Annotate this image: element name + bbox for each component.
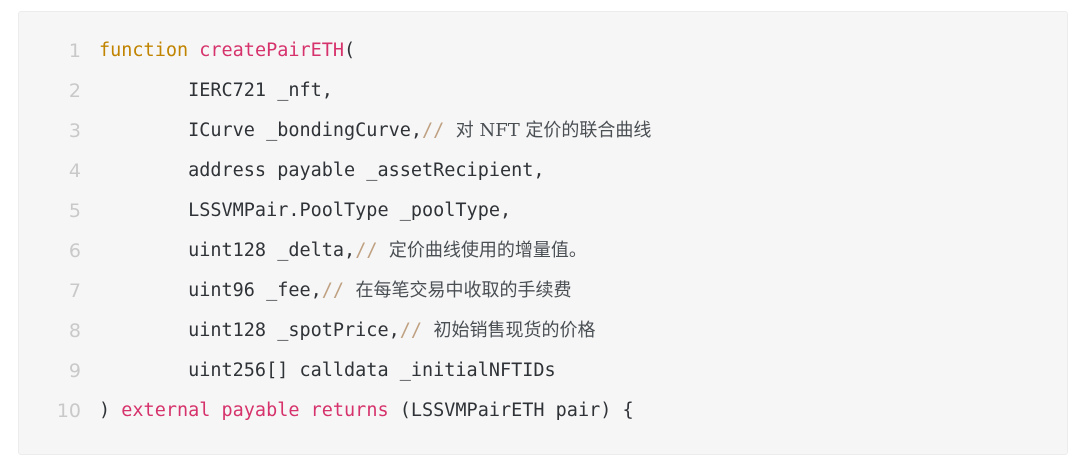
- code-token-plain: ): [99, 400, 122, 421]
- code-token-comment-text: 定价曲线使用的增量值。: [377, 240, 587, 261]
- code-token-comment-slash: //: [321, 280, 345, 301]
- line-number: 5: [68, 200, 81, 222]
- code-line: 4 address payable _assetRecipient,: [19, 151, 1067, 191]
- code-token-title: createPairETH: [199, 40, 345, 61]
- line-number: 1: [68, 40, 81, 62]
- code-line: 8 uint128 _spotPrice,// 初始销售现货的价格: [19, 311, 1067, 351]
- code-token-comment-slash: //: [399, 320, 423, 341]
- code-token-comment-text: 在每笔交易中收取的手续费: [344, 280, 572, 301]
- code-token-comment-slash: //: [422, 120, 445, 141]
- line-number: 2: [68, 80, 81, 102]
- line-content[interactable]: ) external payable returns (LSSVMPairETH…: [99, 391, 1067, 431]
- code-token-plain: LSSVMPair.PoolType _poolType,: [99, 200, 512, 221]
- code-token-comment-slash: //: [355, 240, 378, 261]
- code-line: 6 uint128 _delta,// 定价曲线使用的增量值。: [19, 231, 1067, 271]
- line-number: 9: [68, 360, 81, 382]
- line-number: 4: [68, 160, 81, 182]
- line-number: 6: [68, 240, 81, 262]
- code-token-comment-text: 对 NFT 定价的联合曲线: [444, 120, 652, 141]
- code-token-plain: IERC721 _nft,: [99, 80, 333, 101]
- code-token-comment-text: 初始销售现货的价格: [422, 320, 596, 341]
- code-line: 2 IERC721 _nft,: [19, 71, 1067, 111]
- code-token-plain: (: [344, 40, 356, 61]
- code-token-plain: ICurve _bondingCurve,: [99, 120, 423, 141]
- line-content[interactable]: LSSVMPair.PoolType _poolType,: [99, 191, 1067, 231]
- code-line: 9 uint256[] calldata _initialNFTIDs: [19, 351, 1067, 391]
- code-line: 1 function createPairETH(: [19, 31, 1067, 71]
- line-content[interactable]: uint128 _spotPrice,// 初始销售现货的价格: [99, 311, 1067, 351]
- code-line: 7 uint96 _fee,// 在每笔交易中收取的手续费: [19, 271, 1067, 311]
- line-content[interactable]: function createPairETH(: [99, 31, 1067, 71]
- code-token-plain: uint96 _fee,: [99, 280, 322, 301]
- code-token-plain: address payable _assetRecipient,: [99, 160, 545, 181]
- code-line: 3 ICurve _bondingCurve,// 对 NFT 定价的联合曲线: [19, 111, 1067, 151]
- line-content[interactable]: IERC721 _nft,: [99, 71, 1067, 111]
- line-number: 3: [68, 120, 81, 142]
- code-token-plain: uint128 _delta,: [99, 240, 356, 261]
- line-content[interactable]: uint96 _fee,// 在每笔交易中收取的手续费: [99, 271, 1067, 311]
- line-number: 10: [56, 400, 81, 422]
- line-content[interactable]: ICurve _bondingCurve,// 对 NFT 定价的联合曲线: [99, 111, 1067, 151]
- code-token-plain: uint128 _spotPrice,: [99, 320, 400, 341]
- code-token-strong: external payable returns: [121, 400, 389, 421]
- line-number: 8: [68, 320, 81, 342]
- line-content[interactable]: uint256[] calldata _initialNFTIDs: [99, 351, 1067, 391]
- code-token-plain: (LSSVMPairETH pair) {: [388, 400, 634, 421]
- line-number: 7: [68, 280, 81, 302]
- code-line: 5 LSSVMPair.PoolType _poolType,: [19, 191, 1067, 231]
- code-token-plain: uint256[] calldata _initialNFTIDs: [99, 360, 556, 381]
- code-token-keyword: function: [99, 40, 189, 61]
- code-line: 10) external payable returns (LSSVMPairE…: [19, 391, 1067, 431]
- code-token-plain: [188, 40, 199, 61]
- line-content[interactable]: uint128 _delta,// 定价曲线使用的增量值。: [99, 231, 1067, 271]
- line-content[interactable]: address payable _assetRecipient,: [99, 151, 1067, 191]
